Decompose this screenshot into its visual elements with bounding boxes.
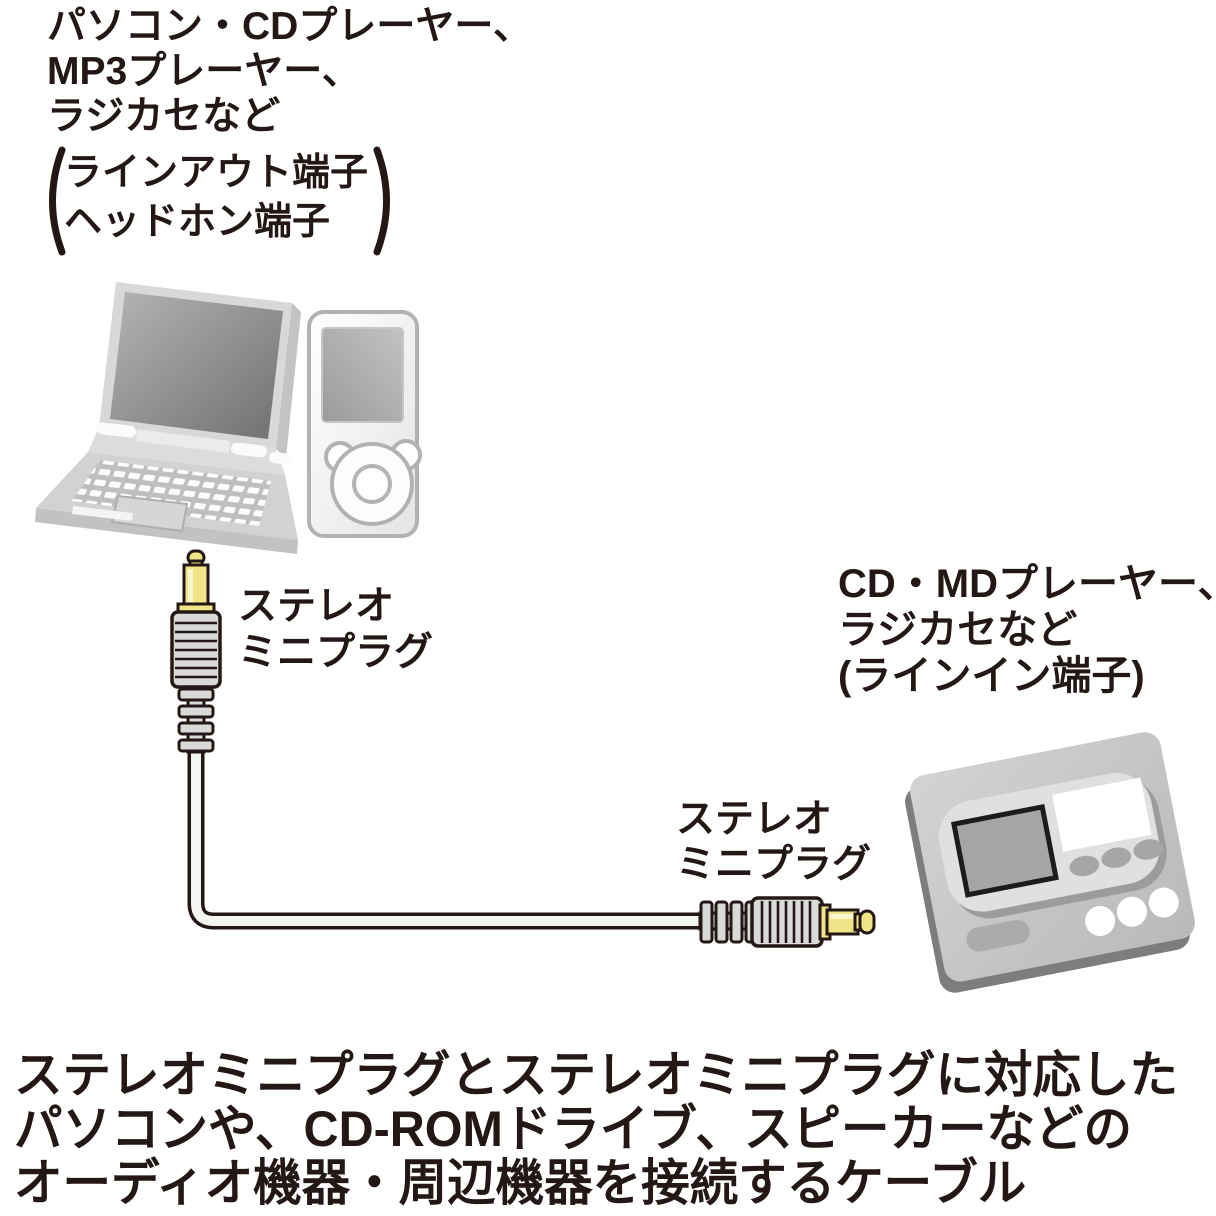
left-plug-label-line1: ステレオ bbox=[238, 585, 395, 628]
md-round-button bbox=[1116, 896, 1147, 927]
product-description: ステレオミニプラグとステレオミニプラグに対応した パソコンや、CD-ROMドライ… bbox=[14, 1048, 1178, 1210]
right-plug-label: ステレオ ミニプラグ bbox=[676, 797, 871, 887]
description-line1: ステレオミニプラグとステレオミニプラグに対応した bbox=[14, 1047, 1178, 1103]
plug-relief-rib bbox=[177, 738, 215, 753]
laptop-vent bbox=[96, 422, 136, 438]
plug-relief-rib bbox=[177, 704, 215, 719]
md-player-illustration bbox=[905, 732, 1195, 993]
left-paren bbox=[49, 146, 66, 256]
plug-relief-rib bbox=[177, 687, 215, 702]
laptop-lid-edge bbox=[276, 303, 301, 458]
laptop-keys bbox=[72, 460, 271, 526]
laptop-screen bbox=[110, 292, 283, 439]
right-plug-label-line2: ミニプラグ bbox=[676, 843, 872, 886]
right-mini-plug-icon bbox=[698, 896, 876, 948]
left-plug-label-line2: ミニプラグ bbox=[238, 631, 434, 674]
mp3-wheel-center bbox=[352, 464, 392, 504]
right-paren bbox=[373, 146, 390, 256]
plug-barrel-ribs bbox=[760, 901, 812, 943]
dest-devices-line3: (ラインイン端子) bbox=[838, 654, 1145, 698]
source-jacks-line2: ヘッドホン端子 bbox=[64, 201, 331, 243]
right-plug-label-line1: ステレオ bbox=[676, 798, 833, 841]
plug-shaft bbox=[182, 563, 210, 610]
md-screen bbox=[950, 804, 1059, 898]
plug-shaft-highlight bbox=[830, 914, 856, 919]
md-oval-button bbox=[1101, 847, 1132, 868]
md-oval-button bbox=[1069, 855, 1100, 877]
plug-relief-rib bbox=[729, 900, 744, 944]
source-jacks-label: ラインアウト端子 ヘッドホン端子 bbox=[64, 149, 368, 247]
md-round-button bbox=[1148, 887, 1179, 918]
plug-relief-rib bbox=[699, 900, 714, 944]
source-devices-line1: パソコン・CDプレーヤー、 bbox=[47, 5, 532, 48]
source-devices-line3: ラジカセなど bbox=[47, 95, 281, 138]
laptop-front-edge bbox=[35, 508, 298, 554]
source-devices-line2: MP3プレーヤー、 bbox=[47, 50, 361, 93]
cable-outline bbox=[187, 748, 706, 930]
left-mini-plug-icon bbox=[170, 549, 222, 754]
mp3-player-illustration bbox=[307, 310, 422, 538]
cable bbox=[187, 748, 706, 930]
plug-shaft bbox=[825, 908, 860, 936]
source-devices-label: パソコン・CDプレーヤー、 MP3プレーヤー、 ラジカセなど bbox=[47, 4, 532, 139]
plug-relief-rib bbox=[714, 900, 729, 944]
plug-relief-rib bbox=[177, 721, 215, 736]
plug-barrel-ribs bbox=[175, 621, 217, 679]
dest-devices-label: CD・MDプレーヤー、 ラジカセなど (ラインイン端子) bbox=[838, 561, 1216, 699]
source-jacks-line1: ラインアウト端子 bbox=[64, 152, 369, 194]
md-oval-button bbox=[1133, 839, 1164, 860]
left-plug-label: ステレオ ミニプラグ bbox=[238, 584, 433, 676]
laptop-vent bbox=[268, 452, 295, 465]
md-round-button bbox=[1085, 905, 1116, 936]
dest-devices-line2: ラジカセなど bbox=[838, 608, 1078, 652]
md-display bbox=[1052, 777, 1152, 852]
laptop-hinge-bar bbox=[136, 429, 230, 453]
laptop-illustration bbox=[35, 282, 301, 554]
plug-tip-ball bbox=[858, 909, 876, 935]
laptop-vent bbox=[231, 442, 267, 458]
description-line2: パソコンや、CD-ROMドライブ、スピーカーなどの bbox=[14, 1101, 1132, 1157]
md-battery-door bbox=[966, 919, 1030, 952]
plug-shaft-highlight bbox=[188, 569, 193, 604]
laptop-front-button bbox=[72, 506, 133, 521]
cable-core bbox=[191, 748, 706, 926]
description-line3: オーディオ機器・周辺機器を接続するケーブル bbox=[14, 1155, 1027, 1211]
dest-devices-line1: CD・MDプレーヤー、 bbox=[838, 562, 1216, 606]
mp3-screen bbox=[321, 327, 404, 423]
